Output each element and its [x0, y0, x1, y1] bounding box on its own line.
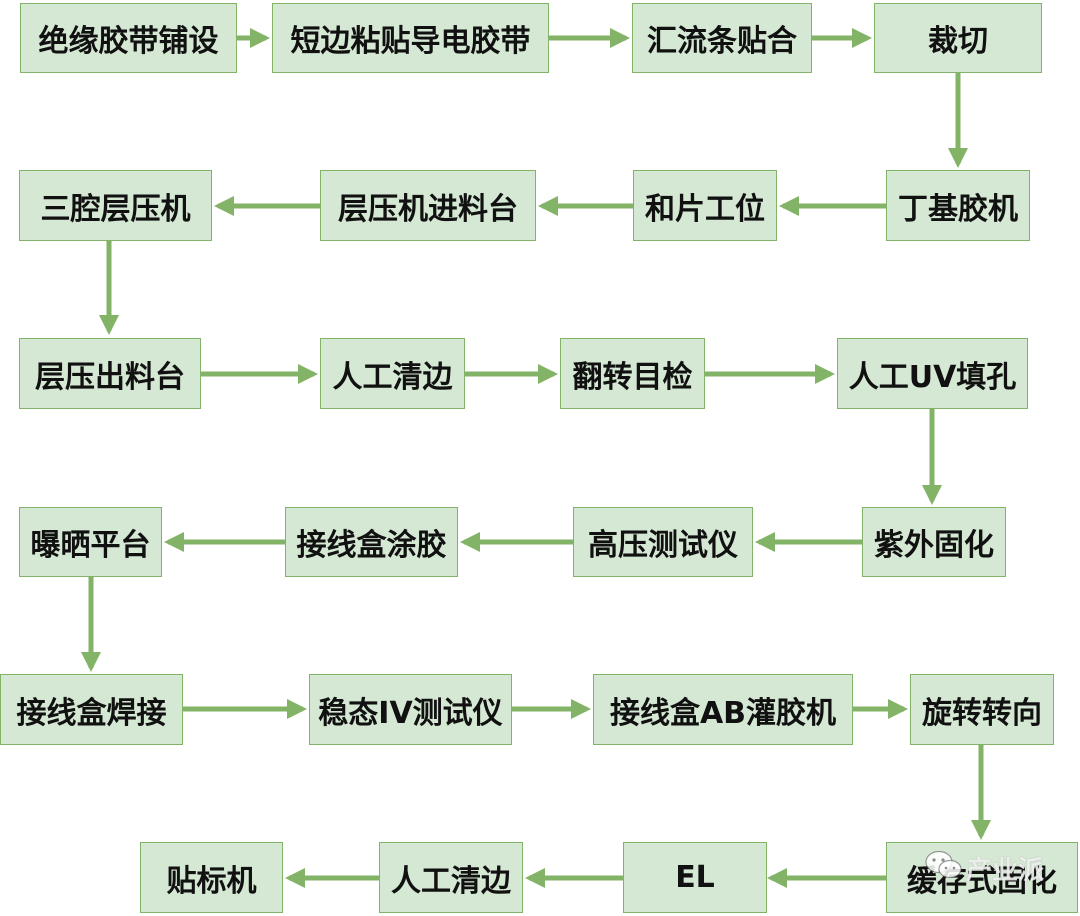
- step-manual-edge-cleaning: 人工清边: [320, 338, 465, 409]
- step-flip-inspection: 翻转目检: [560, 338, 705, 409]
- step-hipot-tester: 高压测试仪: [573, 507, 753, 577]
- step-manual-edge-cleaning-2: 人工清边: [379, 842, 523, 913]
- step-steady-iv-tester: 稳态IV测试仪: [309, 674, 512, 745]
- step-el: EL: [623, 842, 767, 913]
- step-exposure-platform: 曝晒平台: [19, 507, 162, 577]
- step-butyl-machine: 丁基胶机: [886, 170, 1030, 241]
- step-jbox-welding: 接线盒焊接: [0, 674, 183, 745]
- step-buffer-curing: 缓存式固化: [886, 842, 1078, 913]
- step-rotation: 旋转转向: [910, 674, 1054, 745]
- wechat-icon: [925, 850, 962, 879]
- step-conductive-tape: 短边粘贴导电胶带: [272, 3, 549, 73]
- step-insulation-tape: 绝缘胶带铺设: [20, 3, 237, 73]
- watermark: 产业派: [918, 846, 1078, 886]
- step-labeling-machine: 贴标机: [140, 842, 283, 913]
- step-laminator-infeed: 层压机进料台: [320, 170, 536, 241]
- step-triple-laminator: 三腔层压机: [19, 170, 212, 241]
- step-combine-station: 和片工位: [633, 170, 777, 241]
- step-manual-uv-filling: 人工UV填孔: [837, 338, 1028, 409]
- step-jbox-ab-potting: 接线盒AB灌胶机: [593, 674, 853, 745]
- step-cutting: 裁切: [874, 3, 1042, 73]
- step-busbar-lamination: 汇流条贴合: [632, 3, 812, 73]
- watermark-text: 产业派: [966, 856, 1045, 886]
- step-uv-curing: 紫外固化: [862, 507, 1006, 577]
- step-laminator-outfeed: 层压出料台: [19, 338, 201, 409]
- step-jbox-gluing: 接线盒涂胶: [285, 507, 458, 577]
